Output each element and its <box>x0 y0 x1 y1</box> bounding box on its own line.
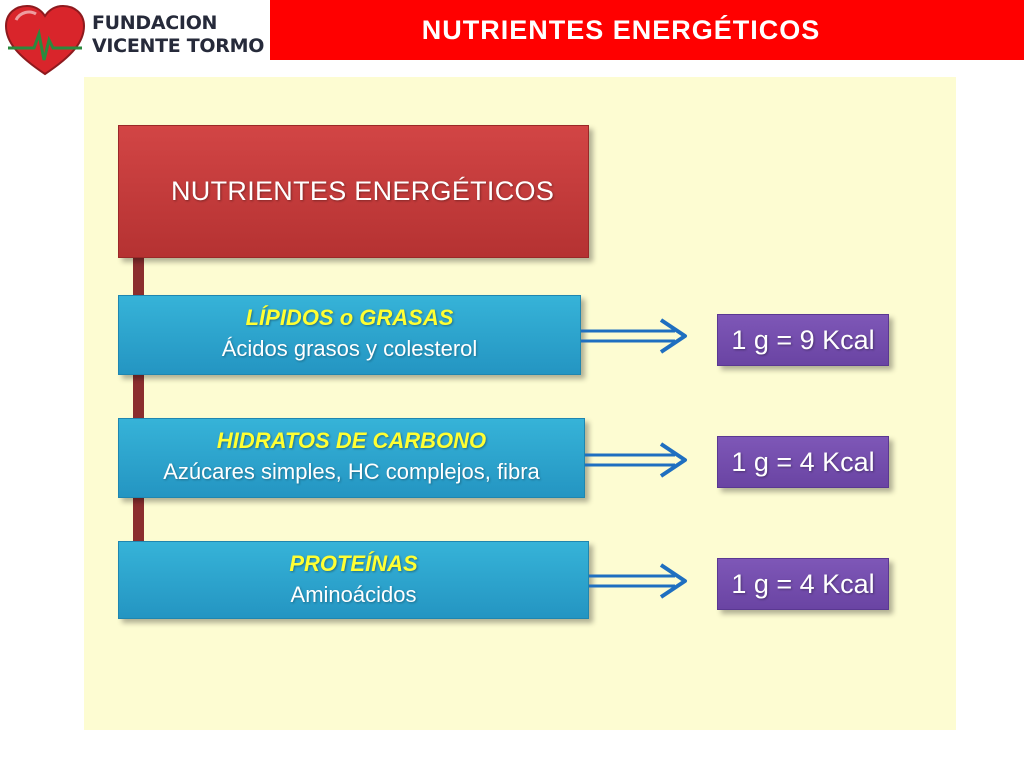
nutrient-detail: Ácidos grasos y colesterol <box>221 336 478 361</box>
energy-box-proteinas: 1 g = 4 Kcal <box>717 558 889 610</box>
logo-line-1: FUNDACION <box>92 12 218 34</box>
nutrient-name: HIDRATOS DE CARBONO <box>216 428 487 453</box>
main-nutrients-box: NUTRIENTES ENERGÉTICOS <box>118 125 589 258</box>
energy-box-lipidos: 1 g = 9 Kcal <box>717 314 889 366</box>
header-bar: NUTRIENTES ENERGÉTICOS <box>270 0 1024 60</box>
nutrient-name: LÍPIDOS o GRASAS <box>245 305 454 330</box>
nutrient-detail: Azúcares simples, HC complejos, fibra <box>163 459 540 484</box>
arrow-right-icon <box>585 442 687 478</box>
nutrient-detail: Aminoácidos <box>290 582 417 607</box>
fundacion-logo: FUNDACION VICENTE TORMO <box>4 4 266 78</box>
energy-value: 1 g = 9 Kcal <box>731 324 875 355</box>
nutrient-name: PROTEÍNAS <box>289 551 418 576</box>
heart-icon <box>4 4 86 76</box>
energy-value: 1 g = 4 Kcal <box>731 446 875 477</box>
logo-line-2: VICENTE TORMO <box>92 35 265 57</box>
nutrient-box-proteinas: PROTEÍNAS Aminoácidos <box>118 541 589 619</box>
arrow-right-icon <box>581 318 687 354</box>
logo-text: FUNDACION VICENTE TORMO <box>92 12 264 58</box>
nutrient-box-lipidos: LÍPIDOS o GRASAS Ácidos grasos y coleste… <box>118 295 581 375</box>
energy-box-hidratos: 1 g = 4 Kcal <box>717 436 889 488</box>
energy-value: 1 g = 4 Kcal <box>731 568 875 599</box>
nutrient-box-hidratos: HIDRATOS DE CARBONO Azúcares simples, HC… <box>118 418 585 498</box>
connector-line <box>133 258 144 558</box>
page-title: NUTRIENTES ENERGÉTICOS <box>421 14 821 45</box>
main-nutrients-label: NUTRIENTES ENERGÉTICOS <box>171 176 555 206</box>
arrow-right-icon <box>589 563 687 599</box>
